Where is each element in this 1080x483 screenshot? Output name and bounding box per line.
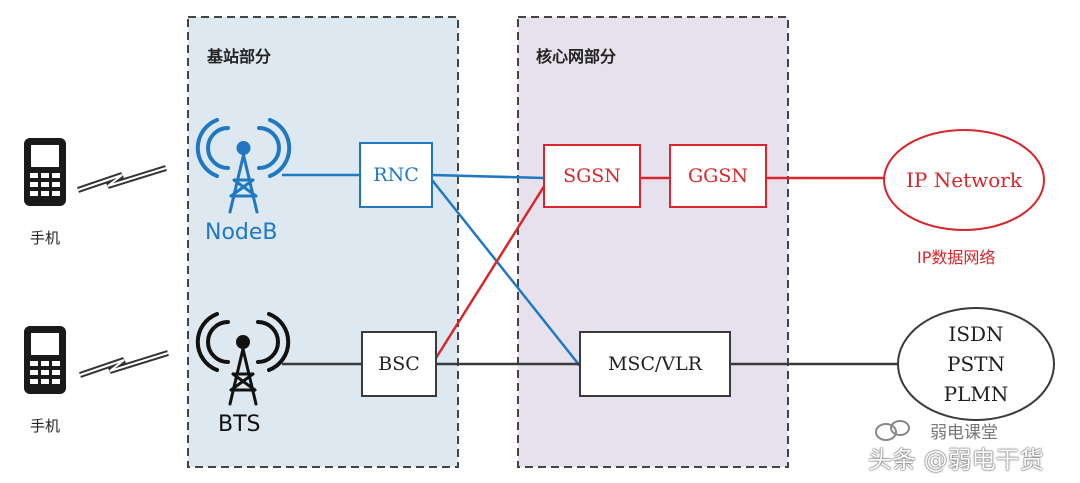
ggsn-label: GGSN (688, 165, 748, 187)
bsc-label: BSC (378, 353, 420, 375)
nodeb-tower-icon (195, 118, 292, 214)
pstn-label: PSTN (947, 352, 1005, 376)
isdn-label: ISDN (948, 322, 1004, 346)
circuit-network-ellipse (897, 307, 1055, 421)
sgsn-label: SGSN (563, 165, 621, 187)
bts-tower-icon (195, 312, 291, 406)
watermark-logo-icon (875, 420, 910, 441)
link-rnc-sgsn (431, 173, 545, 180)
mobile-phone-bottom-icon (24, 326, 66, 394)
phone-bottom-label: 手机 (30, 417, 61, 435)
wireless-link-top-inner (77, 167, 167, 191)
sgsn-box (543, 144, 641, 208)
mobile-phone-top-icon (24, 138, 66, 206)
wireless-link-bottom-inner (79, 352, 169, 376)
plmn-label: PLMN (943, 382, 1009, 406)
link-bsc-sgsn (434, 179, 550, 359)
ggsn-box (669, 144, 767, 208)
msc-vlr-label: MSC/VLR (607, 353, 703, 375)
base-station-region-title: 基站部分 (207, 47, 272, 66)
ip-network-label: IP Network (906, 168, 1022, 192)
nodeb-label: NodeB (205, 220, 278, 245)
ip-network-ellipse (883, 129, 1045, 231)
bsc-box (361, 331, 437, 397)
circuit-network-labels: ISDN PSTN PLMN (898, 308, 1054, 420)
watermark-secondary: 弱电课堂 (930, 423, 998, 443)
core-network-region-title: 核心网部分 (536, 47, 617, 66)
msc-vlr-box (579, 331, 731, 397)
rnc-label: RNC (373, 164, 419, 186)
ip-network-caption: IP数据网络 (917, 248, 996, 267)
link-rnc-msc (431, 179, 581, 367)
bts-label: BTS (218, 412, 261, 437)
core-network-region (517, 16, 789, 468)
phone-top-label: 手机 (30, 229, 61, 247)
watermark-main: 头条 @弱电干货 (868, 446, 1044, 474)
rnc-box (359, 142, 433, 208)
